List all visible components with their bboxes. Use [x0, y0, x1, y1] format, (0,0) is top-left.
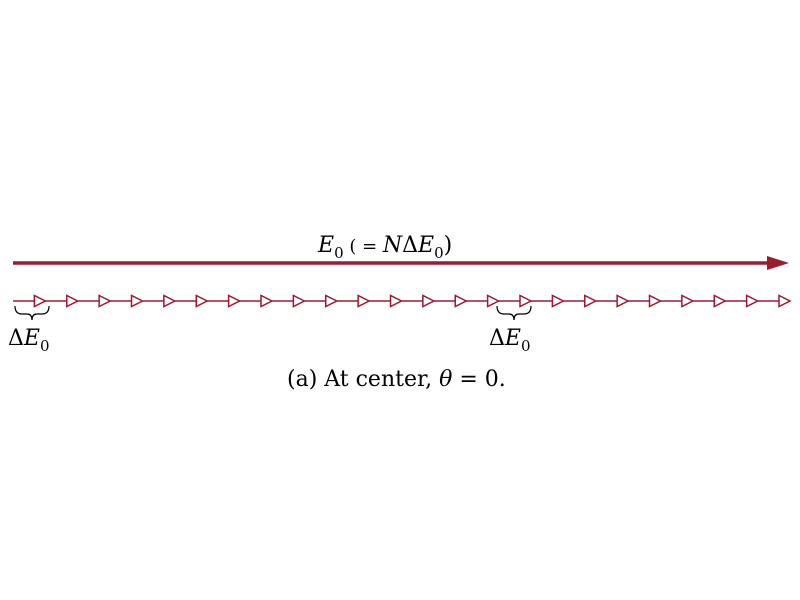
phasor-segment: [498, 294, 533, 308]
phasor-arrow-head: [422, 294, 436, 308]
phasor-arrow-head: [745, 294, 760, 308]
resultant-close: ): [444, 233, 453, 258]
resultant-arrow-head: [767, 256, 789, 270]
marker-left-subscript: 0: [40, 337, 50, 355]
phasor-arrow-head: [33, 294, 48, 308]
caption-prefix: (a) At center,: [287, 367, 439, 392]
phasor-segment: [110, 294, 145, 308]
phasor-arrow-head: [648, 294, 663, 308]
marker-label-middle: ΔE0: [489, 326, 531, 355]
phasor-chain: [13, 294, 792, 308]
phasor-segment: [595, 294, 630, 308]
caption-suffix: = 0.: [452, 367, 505, 392]
phasor-segment: [401, 294, 436, 308]
phasor-arrow-head: [454, 294, 468, 308]
phasor-segment: [77, 294, 112, 308]
phasor-segment: [142, 294, 177, 308]
marker-label-left: ΔE0: [8, 326, 50, 355]
phasor-arrow-head: [195, 294, 209, 308]
phasor-arrow-head: [519, 294, 533, 308]
marker-left-delta: Δ: [8, 326, 24, 351]
phasor-arrow-head: [130, 294, 145, 308]
phasor-arrow-head: [227, 294, 242, 308]
phasor-segment: [174, 294, 209, 308]
phasor-arrow-head: [681, 294, 695, 308]
caption: (a) At center, θ = 0.: [287, 367, 506, 392]
phasor-segment: [563, 294, 598, 308]
marker-left-symbol: E: [23, 326, 40, 351]
phasor-segment: [207, 294, 242, 308]
phasor-arrow-head: [66, 294, 80, 308]
phasor-arrow-head: [551, 294, 566, 308]
phasor-arrow-head: [260, 294, 274, 308]
phasor-segment: [13, 294, 48, 308]
resultant-label: E0 ( = NΔE0): [317, 233, 452, 262]
phasor-segment: [628, 294, 663, 308]
phasor-arrow-head: [325, 294, 339, 308]
phasor-segment: [336, 294, 371, 308]
phasor-segment: [757, 294, 792, 308]
phasor-arrow-head: [778, 294, 792, 308]
phasor-segment: [433, 294, 468, 308]
phasor-segment: [45, 294, 80, 308]
brace-marker-middle: [496, 305, 532, 321]
phasor-segment: [660, 294, 695, 308]
resultant-subscript: 0: [334, 244, 344, 262]
resultant-n: N: [382, 233, 403, 258]
phasor-arrow-head: [389, 294, 404, 308]
phasor-segment: [304, 294, 339, 308]
phasor-arrow-head: [486, 294, 501, 308]
phasor-segment: [725, 294, 760, 308]
phasor-segment: [272, 294, 307, 308]
phasor-segment: [369, 294, 404, 308]
phasor-arrow-head: [357, 294, 371, 308]
phasor-segment: [692, 294, 727, 308]
resultant-subscript-2: 0: [434, 244, 444, 262]
caption-theta: θ: [439, 367, 452, 392]
resultant-vector: [13, 256, 789, 270]
phasor-arrow-head: [163, 294, 177, 308]
marker-middle-subscript: 0: [521, 337, 531, 355]
phasor-arrow-head: [292, 294, 307, 308]
phasor-segment: [531, 294, 566, 308]
marker-middle-symbol: E: [504, 326, 521, 351]
phasor-segment: [239, 294, 274, 308]
phasor-segment: [466, 294, 501, 308]
phasor-arrow-head: [98, 294, 112, 308]
resultant-symbol-2: E: [417, 233, 434, 258]
phasor-arrow-head: [713, 294, 727, 308]
phasor-arrow-head: [584, 294, 598, 308]
brace-marker-left: [14, 305, 50, 321]
resultant-open: ( =: [344, 236, 383, 257]
marker-middle-delta: Δ: [489, 326, 505, 351]
phasor-arrow-head: [616, 294, 630, 308]
resultant-delta: Δ: [402, 233, 418, 258]
resultant-symbol: E: [317, 233, 334, 258]
